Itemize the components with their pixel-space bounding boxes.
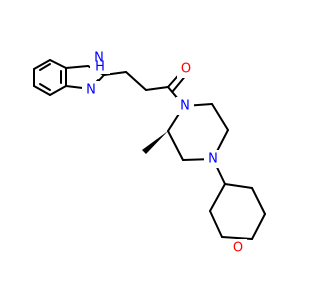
bond: [103, 71, 127, 76]
alkyl-linker: [103, 71, 169, 91]
atom-label-background: [229, 239, 247, 257]
atom-n-imidazole: N: [82, 81, 100, 99]
bond: [125, 71, 147, 91]
atom-nh: N H: [90, 51, 110, 75]
molecule-structure: N H N O N N O: [33, 51, 266, 257]
atom-label-background: [204, 150, 222, 168]
oxane-o-label: O: [233, 241, 243, 256]
atom-o-oxane: O: [229, 239, 247, 257]
bond: [209, 183, 226, 212]
bond: [251, 213, 266, 240]
atom-o-carbonyl: O: [177, 60, 195, 78]
bond: [145, 86, 169, 91]
nh-superscript-label: N: [94, 51, 104, 66]
bond: [167, 130, 184, 161]
bond: [251, 187, 266, 215]
nh-label: H: [95, 60, 105, 75]
atom-n-piperazine-top: N: [176, 97, 194, 115]
atom-label-background: [177, 60, 195, 78]
piperazine-top-n-label: N: [180, 99, 190, 114]
imidazole-n-label: N: [86, 83, 96, 98]
inner-bond: [39, 63, 51, 71]
bond: [211, 103, 229, 131]
atom-label-background: [90, 52, 110, 74]
bond: [209, 210, 223, 238]
atom-label-background: [82, 81, 100, 99]
bond: [33, 85, 51, 96]
stereo-wedge: [142, 131, 168, 154]
atom-label-background: [176, 97, 194, 115]
bond: [65, 65, 89, 69]
inner-bond: [39, 83, 51, 91]
molecule-canvas: N H N O N N O: [33, 50, 266, 257]
bond: [49, 85, 67, 96]
carbonyl-o-label: O: [181, 62, 191, 77]
piperazine-bottom-n-label: N: [208, 152, 218, 167]
benzene-ring: [33, 59, 67, 96]
methyl-group: [142, 131, 168, 154]
bond: [221, 236, 253, 240]
oxane-substituent: [209, 158, 266, 240]
bond: [33, 59, 51, 70]
bond: [49, 59, 67, 69]
atom-n-piperazine-bottom: N: [204, 150, 222, 168]
bond: [224, 183, 253, 189]
